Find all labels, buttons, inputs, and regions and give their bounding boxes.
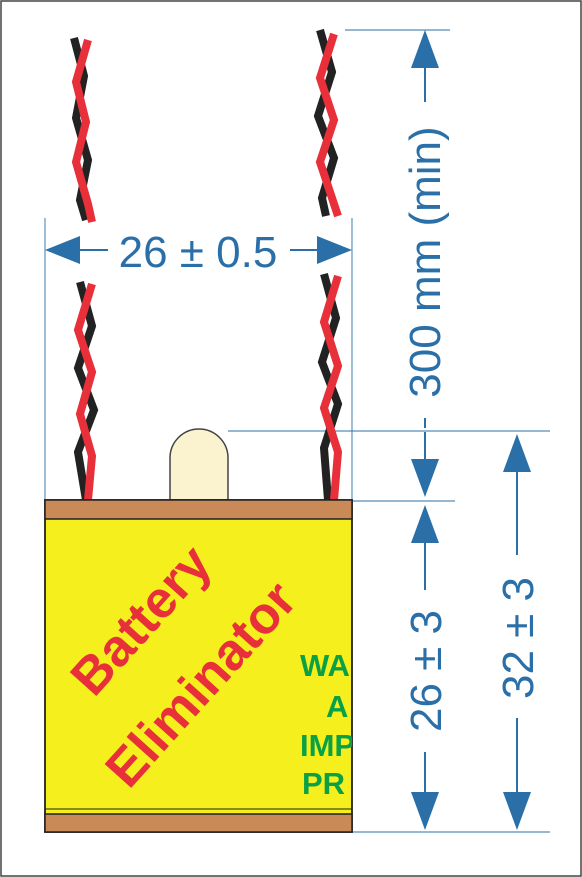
body-arrow-up <box>411 505 439 543</box>
wire-left-bottom-red <box>73 282 97 501</box>
width-dimension: 26 ± 0.5 <box>45 228 352 277</box>
warning-line-4: PR <box>302 766 345 801</box>
body-arrow-bottom <box>411 792 439 830</box>
body-arrow-down <box>411 459 439 497</box>
overall-arrow-top <box>503 434 531 472</box>
overall-height-dimension: 32 ± 3 <box>494 434 543 830</box>
lead-length-label: 300 mm (min) <box>401 126 450 397</box>
lead-length-dimension: 300 mm (min) <box>401 30 450 428</box>
led-dome <box>169 428 229 501</box>
width-dimension-label: 26 ± 0.5 <box>119 228 278 277</box>
warning-line-1: WA <box>300 648 350 683</box>
body-height-dimension: 26 ± 3 <box>402 432 451 830</box>
overall-arrow-bottom <box>503 792 531 830</box>
body-height-label: 26 ± 3 <box>402 610 451 732</box>
lead-wires <box>70 28 343 501</box>
bottom-band <box>44 813 353 833</box>
overall-height-label: 32 ± 3 <box>494 577 543 699</box>
top-band <box>44 499 353 520</box>
warning-line-3: IMP <box>300 728 355 763</box>
wire-right-top-red <box>315 32 342 218</box>
width-arrow-right <box>317 236 352 264</box>
wire-right-bottom-red <box>319 274 343 501</box>
battery-body: WA A IMP PR Battery Eliminator <box>44 499 355 833</box>
extension-lines <box>44 29 550 833</box>
wire-left-top-red <box>71 38 96 223</box>
warning-line-2: A <box>326 689 348 724</box>
lead-arrow-top <box>411 30 439 68</box>
width-arrow-left <box>45 236 80 264</box>
body-fill <box>44 499 353 833</box>
